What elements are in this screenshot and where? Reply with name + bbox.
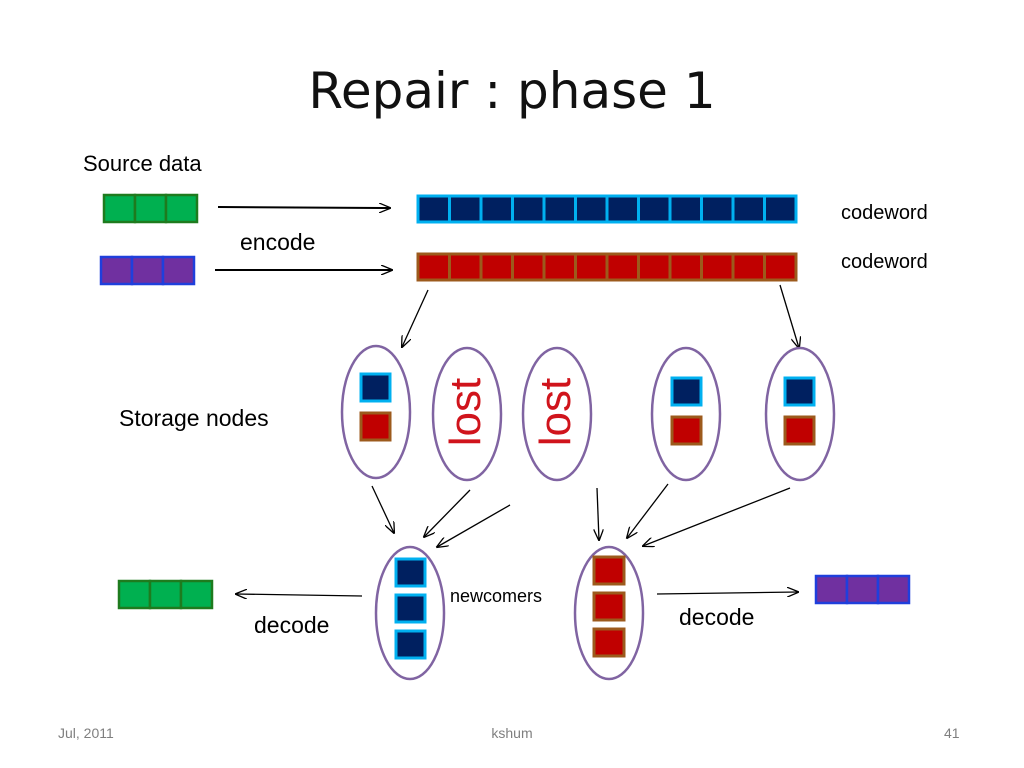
storage-node-1-blocks xyxy=(359,372,392,442)
decode-label-right: decode xyxy=(679,604,755,630)
arrow-node1-to-newcomer1 xyxy=(371,485,394,533)
decoded-data-green xyxy=(117,579,214,610)
newcomer-node-1 xyxy=(374,545,446,681)
arrow-node3-to-newcomer2 xyxy=(597,487,599,540)
newcomer-2-blocks xyxy=(592,555,626,658)
storage-node-2-lost xyxy=(431,346,503,482)
source-data-green xyxy=(102,193,199,224)
source-block-purple xyxy=(130,255,165,286)
codeword-block-red xyxy=(668,252,703,282)
codeword-label-top: codeword xyxy=(841,202,928,224)
newcomer-block-red xyxy=(592,555,626,586)
codeword-block-red xyxy=(479,252,514,282)
newcomer-block-navy xyxy=(394,629,427,660)
block-red xyxy=(359,411,392,442)
storage-node-4-blocks xyxy=(670,376,703,446)
codeword-block-red xyxy=(731,252,766,282)
footer-author: kshum xyxy=(491,725,533,741)
newcomers-label: newcomers xyxy=(450,586,543,606)
newcomer-node-2 xyxy=(573,545,645,681)
decode-arrow-right xyxy=(656,592,798,594)
storage-node-3-lost xyxy=(521,346,593,482)
codeword-block-blue xyxy=(731,194,766,224)
arrow-node3-to-newcomer1 xyxy=(437,504,511,547)
block-navy xyxy=(783,376,816,407)
source-block-green xyxy=(102,193,137,224)
codeword-block-blue xyxy=(763,194,798,224)
encode-arrow-top xyxy=(217,207,390,208)
codeword-blue xyxy=(416,194,798,224)
codeword-block-blue xyxy=(574,194,609,224)
codeword-block-red xyxy=(637,252,672,282)
arrow-node2-to-newcomer1 xyxy=(424,489,471,537)
storage-node-5 xyxy=(764,346,836,482)
decoded-data-purple xyxy=(814,574,911,605)
source-block-purple xyxy=(161,255,196,286)
decoded-block-green xyxy=(179,579,214,610)
newcomer-block-navy xyxy=(394,557,427,588)
decode-label-left: decode xyxy=(254,612,330,638)
decoded-block-green xyxy=(148,579,183,610)
codeword-block-red xyxy=(700,252,735,282)
newcomer-block-red xyxy=(592,627,626,658)
codeword-block-blue xyxy=(637,194,672,224)
codeword-block-blue xyxy=(668,194,703,224)
source-data-label: Source data xyxy=(83,151,202,176)
codeword-block-blue xyxy=(700,194,735,224)
footer-date: Jul, 2011 xyxy=(58,725,114,741)
block-red xyxy=(783,415,816,446)
storage-node-1 xyxy=(340,344,412,480)
decode-arrow-left xyxy=(236,594,363,596)
codeword-block-red xyxy=(448,252,483,282)
codeword-block-blue xyxy=(511,194,546,224)
slide-title: Repair : phase 1 xyxy=(308,62,716,120)
newcomer-1-blocks xyxy=(394,557,427,660)
codeword-block-red xyxy=(574,252,609,282)
codeword-block-red xyxy=(511,252,546,282)
decoded-block-green xyxy=(117,579,152,610)
arrow-node5-to-newcomer2 xyxy=(643,487,791,546)
newcomer-block-navy xyxy=(394,593,427,624)
decoded-block-purple xyxy=(845,574,880,605)
block-navy xyxy=(670,376,703,407)
codeword-label-bottom: codeword xyxy=(841,251,928,273)
codeword-block-red xyxy=(416,252,451,282)
source-block-green xyxy=(164,193,199,224)
decoded-block-purple xyxy=(876,574,911,605)
arrow-codeword-to-node-1 xyxy=(402,289,429,347)
decoded-block-purple xyxy=(814,574,849,605)
storage-nodes-label: Storage nodes xyxy=(119,405,269,431)
codeword-block-blue xyxy=(416,194,451,224)
lost-label-2: lost xyxy=(531,377,580,447)
codeword-block-blue xyxy=(605,194,640,224)
source-block-purple xyxy=(99,255,134,286)
codeword-block-blue xyxy=(542,194,577,224)
arrow-node4-to-newcomer2 xyxy=(627,483,669,538)
codeword-red xyxy=(416,252,798,282)
block-red xyxy=(670,415,703,446)
arrow-codeword-to-node-5 xyxy=(779,284,799,348)
codeword-block-red xyxy=(763,252,798,282)
codeword-block-red xyxy=(542,252,577,282)
codeword-block-blue xyxy=(448,194,483,224)
source-block-green xyxy=(133,193,168,224)
encode-label: encode xyxy=(240,229,316,255)
storage-node-4 xyxy=(650,346,722,482)
newcomer-block-red xyxy=(592,591,626,622)
lost-label-1: lost xyxy=(441,377,490,447)
storage-node-5-blocks xyxy=(783,376,816,446)
block-navy xyxy=(359,372,392,403)
codeword-block-blue xyxy=(479,194,514,224)
source-data-purple xyxy=(99,255,196,286)
footer-page-number: 41 xyxy=(944,725,960,741)
codeword-block-red xyxy=(605,252,640,282)
